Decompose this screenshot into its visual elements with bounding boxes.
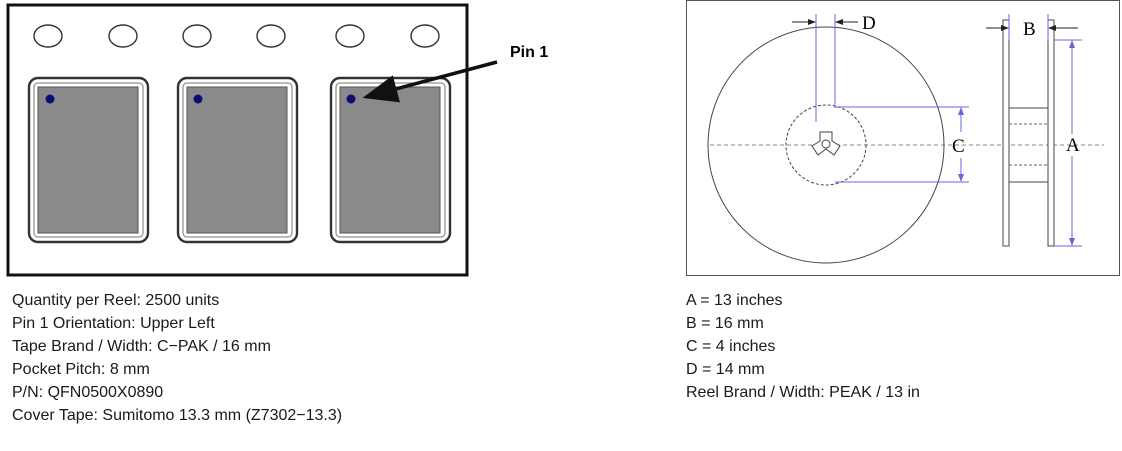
pin1-marker: [346, 94, 356, 104]
dimension-b-label: B: [1023, 19, 1036, 40]
pin1-marker: [193, 94, 203, 104]
tape-pocket: [176, 76, 299, 244]
dimension-a: A: [1054, 39, 1082, 247]
tape-pocket: [27, 76, 150, 244]
spec-dimension-d: D = 14 mm: [686, 361, 765, 378]
sprocket-hole: [256, 24, 286, 48]
carrier-tape-diagram: Pin 1: [6, 3, 548, 277]
reel-arbor-hole: [811, 131, 841, 156]
dimension-d-label: D: [862, 13, 876, 34]
reel-side-flange-left: [1002, 19, 1010, 247]
spec-dimension-b: B = 16 mm: [686, 315, 764, 332]
dimension-b: B: [986, 14, 1078, 40]
component-body: [339, 86, 441, 234]
sprocket-hole: [182, 24, 212, 48]
component-body: [186, 86, 288, 234]
reel-side-hub: [1008, 107, 1049, 183]
spec-cover-tape: Cover Tape: Sumitomo 13.3 mm (Z7302−13.3…: [12, 407, 343, 424]
dimension-d-arrowhead: [835, 19, 843, 25]
spec-reel-brand-width: Reel Brand / Width: PEAK / 13 in: [686, 384, 920, 401]
sprocket-hole: [33, 24, 63, 48]
pin1-label: Pin 1: [510, 44, 548, 61]
reel-side-flange-right: [1047, 19, 1055, 247]
dimension-c-label: C: [952, 136, 965, 157]
spec-part-number: P/N: QFN0500X0890: [12, 384, 164, 401]
reel-dimension-diagram: D C B A: [686, 0, 1120, 276]
dimension-b-arrowhead: [1001, 25, 1009, 31]
spec-dimension-a: A = 13 inches: [686, 292, 783, 309]
dimension-b-arrowhead: [1048, 25, 1056, 31]
pin1-marker: [45, 94, 55, 104]
dimension-c-arrowhead: [958, 174, 964, 182]
pocket-outline: [176, 76, 299, 244]
dimension-d-arrowhead: [808, 19, 816, 25]
sprocket-hole: [335, 24, 365, 48]
dimension-a-arrowhead: [1069, 40, 1075, 48]
spec-quantity-per-reel: Quantity per Reel: 2500 units: [12, 292, 220, 309]
pin1-arrow: [362, 60, 498, 103]
reel-frame: [686, 0, 1120, 276]
pocket-outline: [27, 76, 150, 244]
tape-pocket: [329, 76, 452, 244]
sprocket-hole: [410, 24, 440, 48]
spec-tape-brand-width: Tape Brand / Width: C−PAK / 16 mm: [12, 338, 271, 355]
dimension-c-arrowhead: [958, 107, 964, 115]
dimension-a-label: A: [1066, 135, 1080, 156]
reel-flange-outline: [707, 26, 945, 264]
reel-side-view: [1002, 19, 1055, 247]
component-body: [37, 86, 139, 234]
reel-specifications: A = 13 inches B = 16 mm C = 4 inches D =…: [686, 289, 920, 404]
sprocket-holes: [33, 24, 440, 48]
pocket-inner-outline: [33, 82, 144, 238]
dimension-a-arrowhead: [1069, 238, 1075, 246]
spec-pin1-orientation: Pin 1 Orientation: Upper Left: [12, 315, 215, 332]
pocket-inner-outline: [182, 82, 293, 238]
reel-hub-outline: [785, 104, 867, 186]
spec-dimension-c: C = 4 inches: [686, 338, 776, 355]
sprocket-hole: [108, 24, 138, 48]
dimension-d: D: [792, 13, 876, 122]
reel-center-hole: [821, 139, 831, 149]
spec-pocket-pitch: Pocket Pitch: 8 mm: [12, 361, 150, 378]
tape-specifications: Quantity per Reel: 2500 units Pin 1 Orie…: [12, 289, 342, 427]
dimension-c: C: [835, 106, 969, 183]
